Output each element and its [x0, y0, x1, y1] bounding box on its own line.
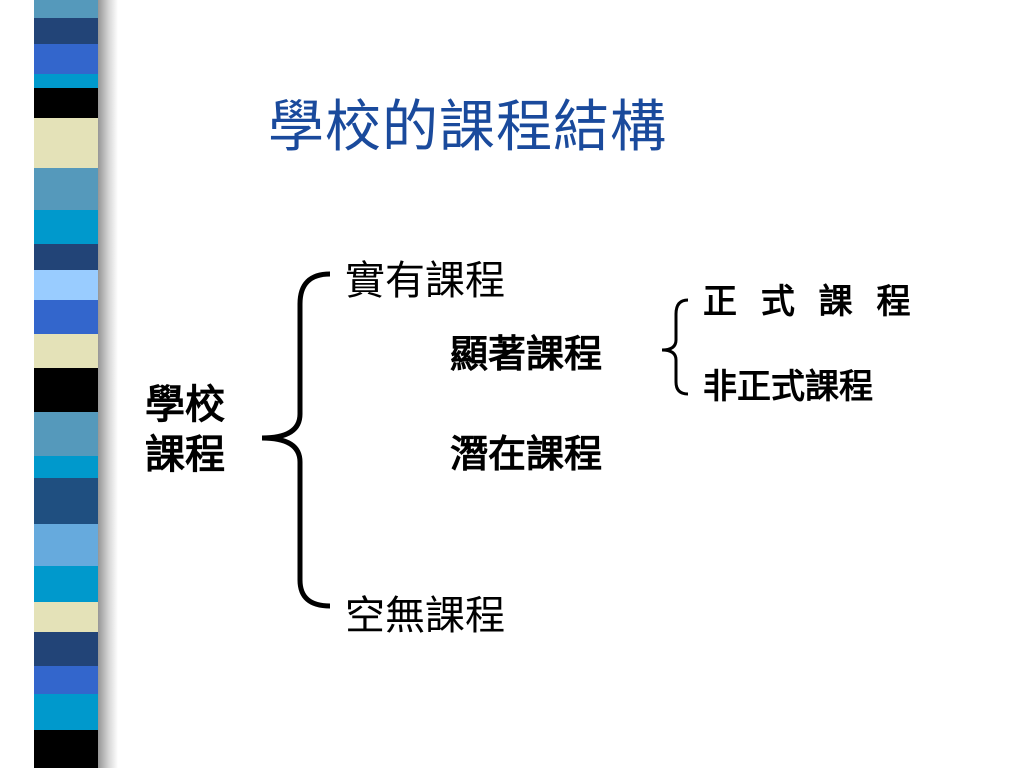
main-brace — [261, 271, 331, 609]
branch-hidden-curriculum: 潛在課程 — [450, 432, 603, 476]
sub-brace — [661, 298, 689, 396]
sub-branch-formal-curriculum: 正 式 課 程 — [703, 282, 917, 322]
root-node-school-curriculum: 學校課程 — [145, 380, 245, 480]
decorative-stripe — [34, 0, 98, 768]
branch-overt-curriculum: 顯著課程 — [450, 332, 603, 376]
root-label: 學校課程 — [145, 382, 225, 478]
slide-title: 學校的課程結構 — [268, 95, 667, 160]
sub-branch-informal-curriculum: 非正式課程 — [703, 367, 873, 407]
stripe-shadow — [96, 0, 118, 768]
branch-actual-curriculum: 實有課程 — [345, 258, 505, 304]
branch-null-curriculum: 空無課程 — [345, 593, 505, 639]
